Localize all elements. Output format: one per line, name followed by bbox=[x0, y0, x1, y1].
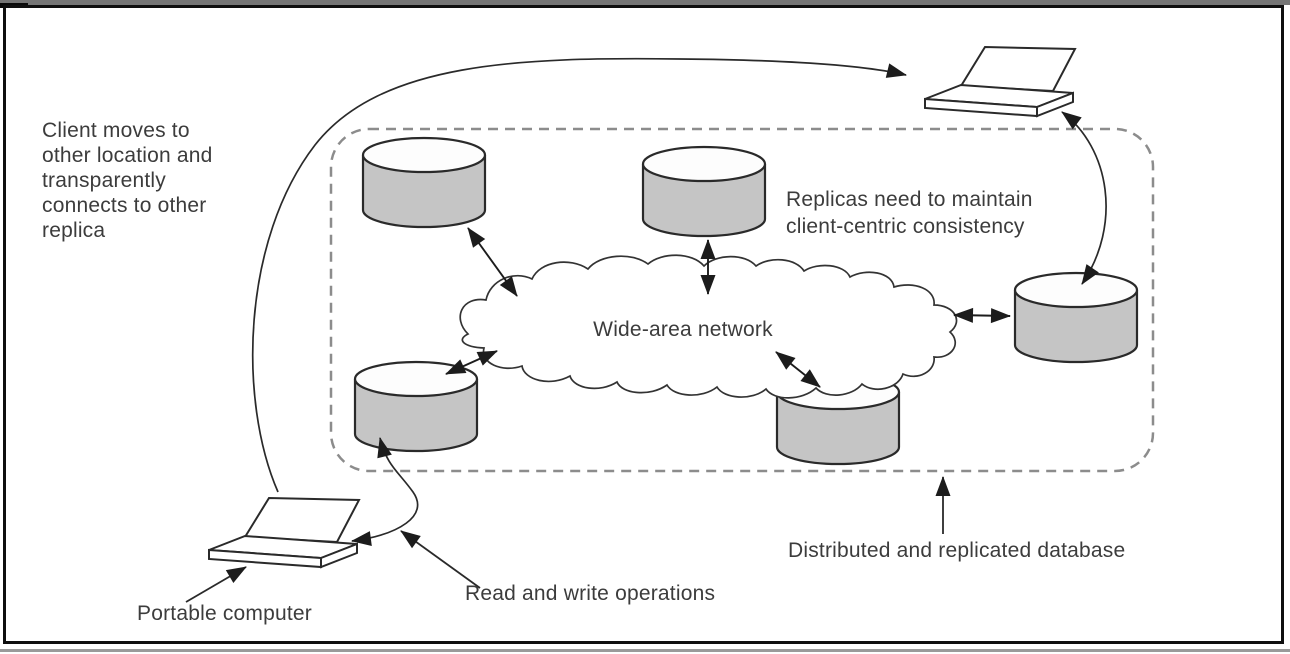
arrow-bottommiddle-db-wan bbox=[775, 351, 821, 388]
replicated-database-boundary bbox=[329, 127, 1155, 473]
replica-db-top-middle bbox=[641, 145, 767, 238]
replicas-consistency-note: Replicas need to maintain client-centric… bbox=[786, 186, 1033, 240]
arrow-read-write-label bbox=[400, 530, 481, 589]
client-note-line: connects to other bbox=[42, 194, 207, 217]
client-note-line: other location and bbox=[42, 144, 213, 167]
read-write-operations-label: Read and write operations bbox=[465, 582, 716, 605]
laptop-new-location bbox=[924, 46, 1076, 117]
figure-border-frame bbox=[3, 5, 1284, 644]
wan-cloud bbox=[459, 254, 958, 399]
client-moves-arc-arrow bbox=[251, 57, 907, 493]
replicas-note-line: Replicas need to maintain bbox=[786, 188, 1033, 211]
arrow-read-write-operations bbox=[351, 437, 419, 546]
replica-db-right bbox=[1013, 271, 1139, 364]
arrow-topleft-db-wan bbox=[467, 227, 518, 297]
client-note-line: Client moves to bbox=[42, 119, 190, 142]
replica-db-top-left bbox=[361, 136, 487, 229]
scan-top-band bbox=[0, 0, 1290, 5]
laptop-portable-computer bbox=[208, 497, 360, 568]
wide-area-network-label: Wide-area network bbox=[593, 318, 773, 341]
client-note-line: replica bbox=[42, 219, 106, 242]
client-note-line: transparently bbox=[42, 169, 166, 192]
scan-bottom-line bbox=[0, 649, 1290, 652]
distributed-database-label: Distributed and replicated database bbox=[788, 539, 1126, 562]
portable-computer-label: Portable computer bbox=[137, 602, 312, 625]
arrow-right-db-wan bbox=[953, 307, 1011, 324]
arrow-laptop-right-db bbox=[1061, 111, 1107, 285]
replicas-note-line: client-centric consistency bbox=[786, 215, 1025, 238]
replica-db-bottom-left bbox=[353, 360, 479, 453]
client-moves-note: Client moves to other location and trans… bbox=[42, 118, 213, 243]
arrow-portable-computer-label bbox=[185, 566, 247, 603]
arrow-bottomleft-db-wan bbox=[445, 350, 498, 375]
